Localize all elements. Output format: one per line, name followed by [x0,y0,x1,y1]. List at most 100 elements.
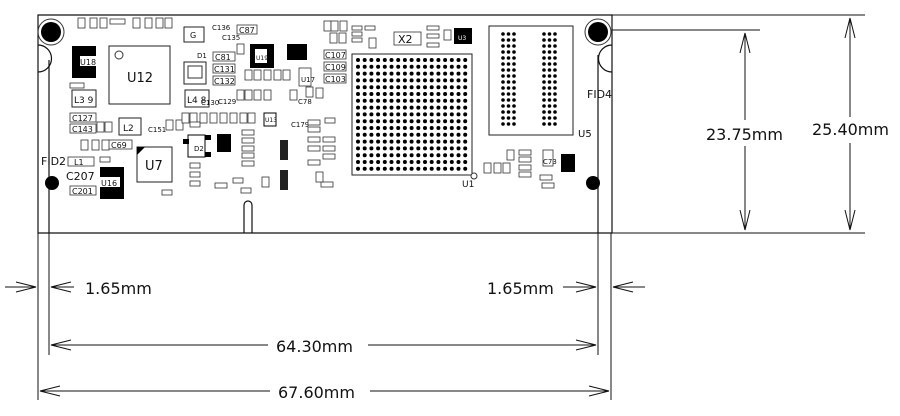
bga-ball [463,112,468,117]
passive-component [189,112,198,124]
bga-ball [449,58,454,62]
bga-ball [443,78,448,83]
bga-ball [436,78,441,83]
dim-total-height: 25.40mm [812,120,889,139]
passive-component [506,149,515,161]
bga-ball [463,139,468,144]
bga-ball [456,132,461,137]
bga-ball [429,153,434,158]
bga-ball [389,132,394,137]
bga-ball [369,126,374,130]
passive-component [244,69,253,81]
bga-ball [436,64,441,69]
passive-component [181,112,190,124]
bga-ball [512,122,516,126]
bga-ball [369,153,374,158]
bga-ball [449,126,454,130]
bga-ball [501,98,505,102]
bga-ball [436,98,441,103]
bga-ball [547,62,552,66]
bga-ball [542,104,546,108]
bga-ball [382,146,387,151]
bga-ball [409,98,414,103]
bga-ball [501,122,505,126]
bga-ball [396,146,401,151]
c143-label: C143 [72,125,93,134]
bga-ball [369,146,374,151]
bga-ball [542,56,546,60]
bga-ball [389,78,394,83]
bga-ball [389,71,394,76]
passive-component [241,137,255,144]
bga-ball [416,166,421,171]
bga-ball [376,126,381,130]
l2-label: L2 [123,124,134,134]
bga-ball [542,44,546,48]
d1-label: D1 [197,52,207,60]
dim-left-margin: 1.65mm [85,279,152,298]
passive-component [189,171,201,178]
bga-ball [416,119,421,124]
bga-ball [506,44,511,48]
bga-ball [423,146,427,151]
passive-component [240,187,252,194]
bga-ball [436,132,441,137]
passive-component [199,112,208,124]
bga-ball [423,139,427,144]
bga-ball [409,146,414,151]
bga-ball [443,58,448,62]
c69-label: C69 [111,141,127,150]
bga-ball [456,105,461,110]
bga-ball [402,71,407,76]
bga-ball [547,110,552,114]
bga-ball [409,126,414,130]
bga-ball [382,58,387,62]
bga-ball [443,112,448,117]
bga-ball [506,110,511,114]
bga-ball [443,92,448,96]
bga-ball [389,146,394,151]
bga-ball [456,98,461,103]
bga-ball [396,85,401,90]
bga-ball [356,153,360,158]
bga-ball [396,64,401,69]
bga-ball [356,71,360,76]
bga-ball [542,116,546,120]
bga-ball [356,166,360,171]
bga-ball [416,58,421,62]
bga-ball [356,132,360,137]
bga-ball [356,112,360,117]
bga-ball [506,116,511,120]
mounting-holes [37,18,612,190]
passive-component [518,171,532,178]
u-small-chip-3 [280,170,288,190]
bga-ball [512,104,516,108]
bga-ball [449,64,454,69]
bga-ball [396,160,401,164]
bga-ball [501,92,505,96]
bga-ball [547,44,552,48]
passive-component [307,119,321,126]
bga-ball [389,92,394,96]
bga-ball [512,86,516,90]
passive-component [144,17,153,29]
bga-ball [402,132,407,137]
bga-ball [443,119,448,124]
c87-label: C87 [239,26,255,35]
passive-component [351,25,363,31]
bga-ball [501,62,505,66]
passive-component [443,29,452,41]
bga-ball [456,92,461,96]
u7-chip [136,146,173,183]
bga-ball [512,32,516,36]
bga-ball [362,78,367,83]
bga-ball [362,98,367,103]
bga-ball [409,71,414,76]
passive-component [330,20,339,32]
bga-ball [356,146,360,151]
passive-component [261,176,270,188]
bga-ball [547,122,552,126]
bga-ball [506,62,511,66]
bga-ball [443,160,448,164]
bga-ball [356,85,360,90]
